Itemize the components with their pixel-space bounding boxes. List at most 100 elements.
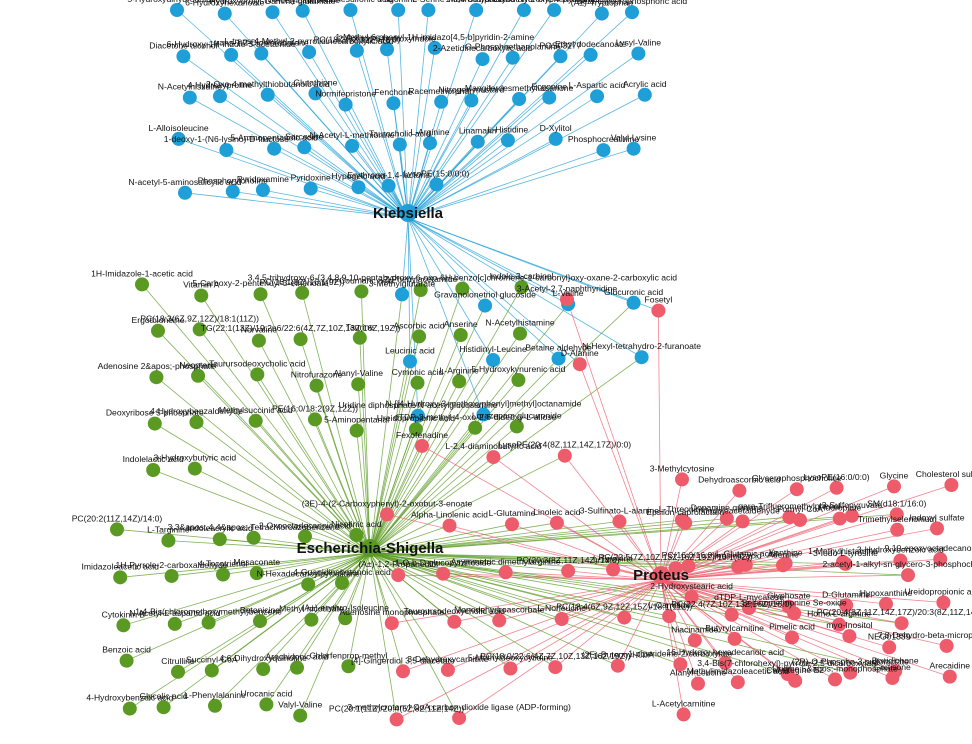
edge-escherichia — [200, 295, 371, 554]
metabolite-label: (2E)-Butenoyl-CoA — [582, 650, 654, 660]
metabolite-label: (A±)-Tryptophan — [571, 0, 633, 8]
edge-escherichia — [369, 429, 417, 554]
metabolite-node — [156, 700, 171, 715]
edge-klebsiella — [407, 94, 645, 219]
metabolite-label: LysoPE(15:0/0:0) — [403, 168, 469, 178]
edge-escherichia — [369, 523, 513, 554]
metabolite-label: Histidinyl-Leucine — [459, 344, 527, 354]
edge-klebsiella — [184, 192, 409, 219]
metabolite-node — [224, 47, 239, 62]
edge-escherichia — [369, 552, 500, 621]
metabolite-node — [718, 655, 733, 670]
edge-proteus — [556, 522, 662, 581]
metabolite-label: 3-Acetyl-2,7-naphthyridine — [517, 283, 618, 293]
edge-escherichia — [163, 552, 371, 708]
metabolite-label: N-Hexadecanoylpyrrolidine — [257, 568, 360, 578]
metabolite-label: Cortisone — [874, 662, 911, 672]
metabolite-label: Linamarin — [459, 126, 497, 136]
metabolite-node — [122, 701, 137, 716]
edge-escherichia — [369, 552, 795, 614]
metabolite-node — [267, 141, 282, 156]
metabolite-label: 1-piperideine-2-carboxylate — [628, 648, 732, 658]
metabolite-label: 3-Sulfopyruvate — [822, 500, 882, 510]
metabolite-label: Fenchone — [374, 87, 412, 97]
metabolite-label: Nitrofurazone — [291, 370, 343, 380]
metabolite-node — [354, 284, 369, 299]
edge-klebsiella — [345, 104, 409, 219]
metabolite-label: L-Tyrosine — [593, 554, 633, 564]
metabolite-label: L-Arginine — [440, 365, 479, 375]
metabolite-label: L-Carnitine — [648, 600, 690, 610]
metabolite-node — [189, 415, 204, 430]
metabolite-label: L-Acetylcarnitine — [652, 698, 716, 708]
edge-escherichia — [266, 552, 371, 705]
edge-escherichia — [369, 552, 404, 672]
edge-proteus — [617, 579, 662, 666]
metabolite-node — [590, 89, 605, 104]
edge-proteus — [660, 579, 696, 641]
edge-escherichia — [308, 552, 371, 585]
metabolite-node — [492, 613, 507, 628]
metabolite-node — [381, 178, 396, 193]
metabolite-node — [551, 351, 566, 366]
metabolite-label: L-Histidine — [488, 124, 529, 134]
metabolite-node — [427, 40, 442, 55]
metabolite-node — [828, 672, 842, 687]
edge-escherichia — [369, 552, 726, 664]
metabolite-label: Benzoic acid — [102, 645, 151, 655]
metabolite-node — [511, 373, 526, 387]
metabolite-node — [176, 49, 191, 64]
metabolite-node — [516, 3, 531, 17]
edge-escherichia — [369, 359, 494, 554]
edge-proteus — [566, 299, 662, 581]
metabolite-node — [843, 665, 858, 680]
hub-node-escherichia — [361, 539, 379, 557]
edge-proteus — [660, 558, 941, 581]
metabolite-node — [719, 511, 734, 526]
edge-klebsiella — [407, 138, 556, 219]
metabolite-label: 3-Hydroxybenzoic acid — [857, 545, 944, 555]
metabolite-node — [885, 671, 900, 686]
metabolite-label: 2-Azetidinecarboxylic acid — [433, 43, 533, 53]
metabolite-node — [930, 521, 944, 536]
edge-escherichia — [194, 468, 371, 554]
metabolite-label: Hypogeic acid — [331, 171, 385, 181]
edge-proteus — [660, 561, 844, 581]
edge-proteus — [660, 514, 897, 581]
metabolite-node — [547, 3, 562, 17]
metabolite-node — [594, 6, 609, 21]
metabolite-label: Methylimidazoleacetic acid — [687, 666, 789, 676]
edge-escherichia — [369, 294, 403, 554]
metabolite-node — [412, 329, 427, 344]
metabolite-label: PC(22:5(7Z,10Z,13Z,16Z,19Z)/16:1(9Z)) — [599, 552, 753, 562]
metabolite-label: 7,8-Dehydro-beta-micropteroxanthin — [878, 630, 972, 640]
metabolite-label: D-Glutamine — [822, 589, 870, 599]
metabolite-node — [201, 615, 216, 630]
metabolite-label: p-Toluenesulfonic acid — [308, 0, 393, 4]
metabolite-label: 1H-Pyrrole-2-carboxaldehyde — [115, 560, 227, 570]
metabolite-node — [879, 596, 893, 611]
metabolite-label: 2-Oxo-4-methylthiobutanoic acid — [206, 79, 330, 89]
metabolite-node — [248, 413, 263, 428]
metabolite-label: Neopterin — [179, 360, 216, 370]
metabolite-node — [617, 610, 632, 625]
metabolite-node — [349, 43, 364, 58]
metabolite-label: Acrylic acid — [623, 79, 667, 89]
metabolite-node — [338, 97, 353, 112]
edge-escherichia — [157, 330, 371, 554]
metabolite-node — [389, 712, 404, 727]
metabolite-label: Mangiferdesmethylursanone — [465, 83, 574, 93]
metabolite-node — [351, 180, 366, 195]
metabolite-node — [308, 86, 323, 101]
metabolite-label: PC(18:3(6Z,9Z,12Z)/18:1(11Z)) — [140, 313, 259, 323]
edge-proteus — [660, 579, 789, 608]
edge-klebsiella — [267, 94, 409, 219]
metabolite-label: Cytokinin B — [102, 609, 146, 619]
edge-klebsiella — [407, 217, 484, 415]
edge-klebsiella — [407, 217, 581, 365]
edge-escherichia — [316, 385, 371, 554]
edge-escherichia — [359, 337, 371, 554]
metabolite-node — [254, 46, 269, 61]
metabolite-label: Racemethorphan — [408, 86, 474, 96]
